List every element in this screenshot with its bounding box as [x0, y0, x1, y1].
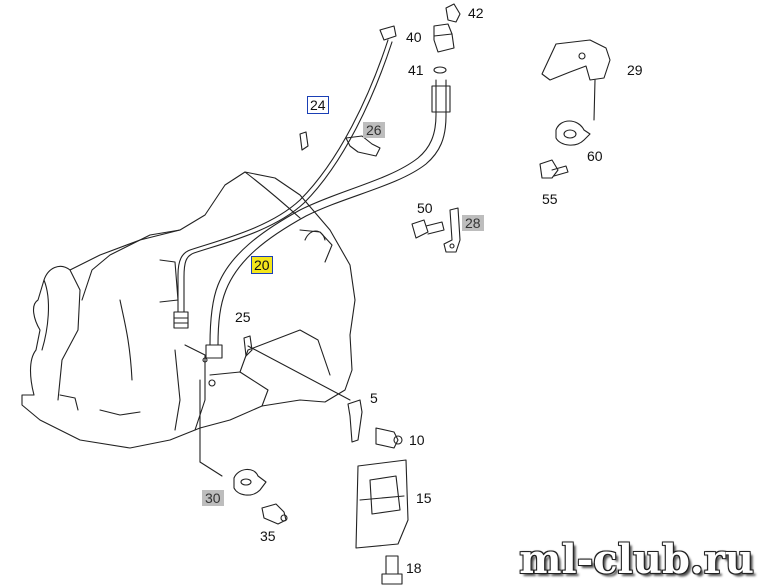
label-50: 50: [417, 200, 433, 216]
part-42-clip: [445, 3, 461, 23]
dipstick-tube-24: [173, 25, 397, 329]
label-25: 25: [235, 309, 251, 325]
part-5-bracket: [347, 399, 363, 443]
label-29: 29: [627, 62, 643, 78]
label-35: 35: [260, 528, 276, 544]
part-28-bracket: [443, 207, 461, 253]
label-15: 15: [416, 490, 432, 506]
label-28[interactable]: 28: [462, 215, 484, 231]
label-20[interactable]: 20: [251, 256, 273, 274]
label-18: 18: [406, 560, 422, 576]
label-60: 60: [587, 148, 603, 164]
label-40: 40: [406, 29, 422, 45]
part-60-clamp: [555, 120, 591, 146]
part-35-bolt: [261, 503, 288, 525]
part-55-bolt: [539, 159, 569, 179]
part-40-cap: [433, 23, 455, 53]
label-55: 55: [542, 191, 558, 207]
label-5: 5: [370, 390, 378, 406]
part-41-seal: [433, 66, 447, 74]
label-24[interactable]: 24: [307, 96, 329, 114]
transmission-housing: [21, 171, 356, 449]
label-42: 42: [468, 5, 484, 21]
part-29-bracket: [541, 39, 611, 121]
part-25-bracket: [243, 335, 351, 401]
label-30[interactable]: 30: [202, 490, 224, 506]
label-10: 10: [409, 432, 425, 448]
part-18-bolt: [381, 555, 403, 585]
filler-tube-20: [205, 79, 451, 359]
label-26[interactable]: 26: [363, 122, 385, 138]
part-15-cover: [355, 459, 409, 549]
part-30-clamp: [199, 379, 267, 496]
watermark-logo: ml-club.ru: [519, 536, 754, 583]
part-50-bolt: [411, 219, 445, 239]
label-41: 41: [408, 62, 424, 78]
part-10-bolt: [375, 427, 403, 449]
